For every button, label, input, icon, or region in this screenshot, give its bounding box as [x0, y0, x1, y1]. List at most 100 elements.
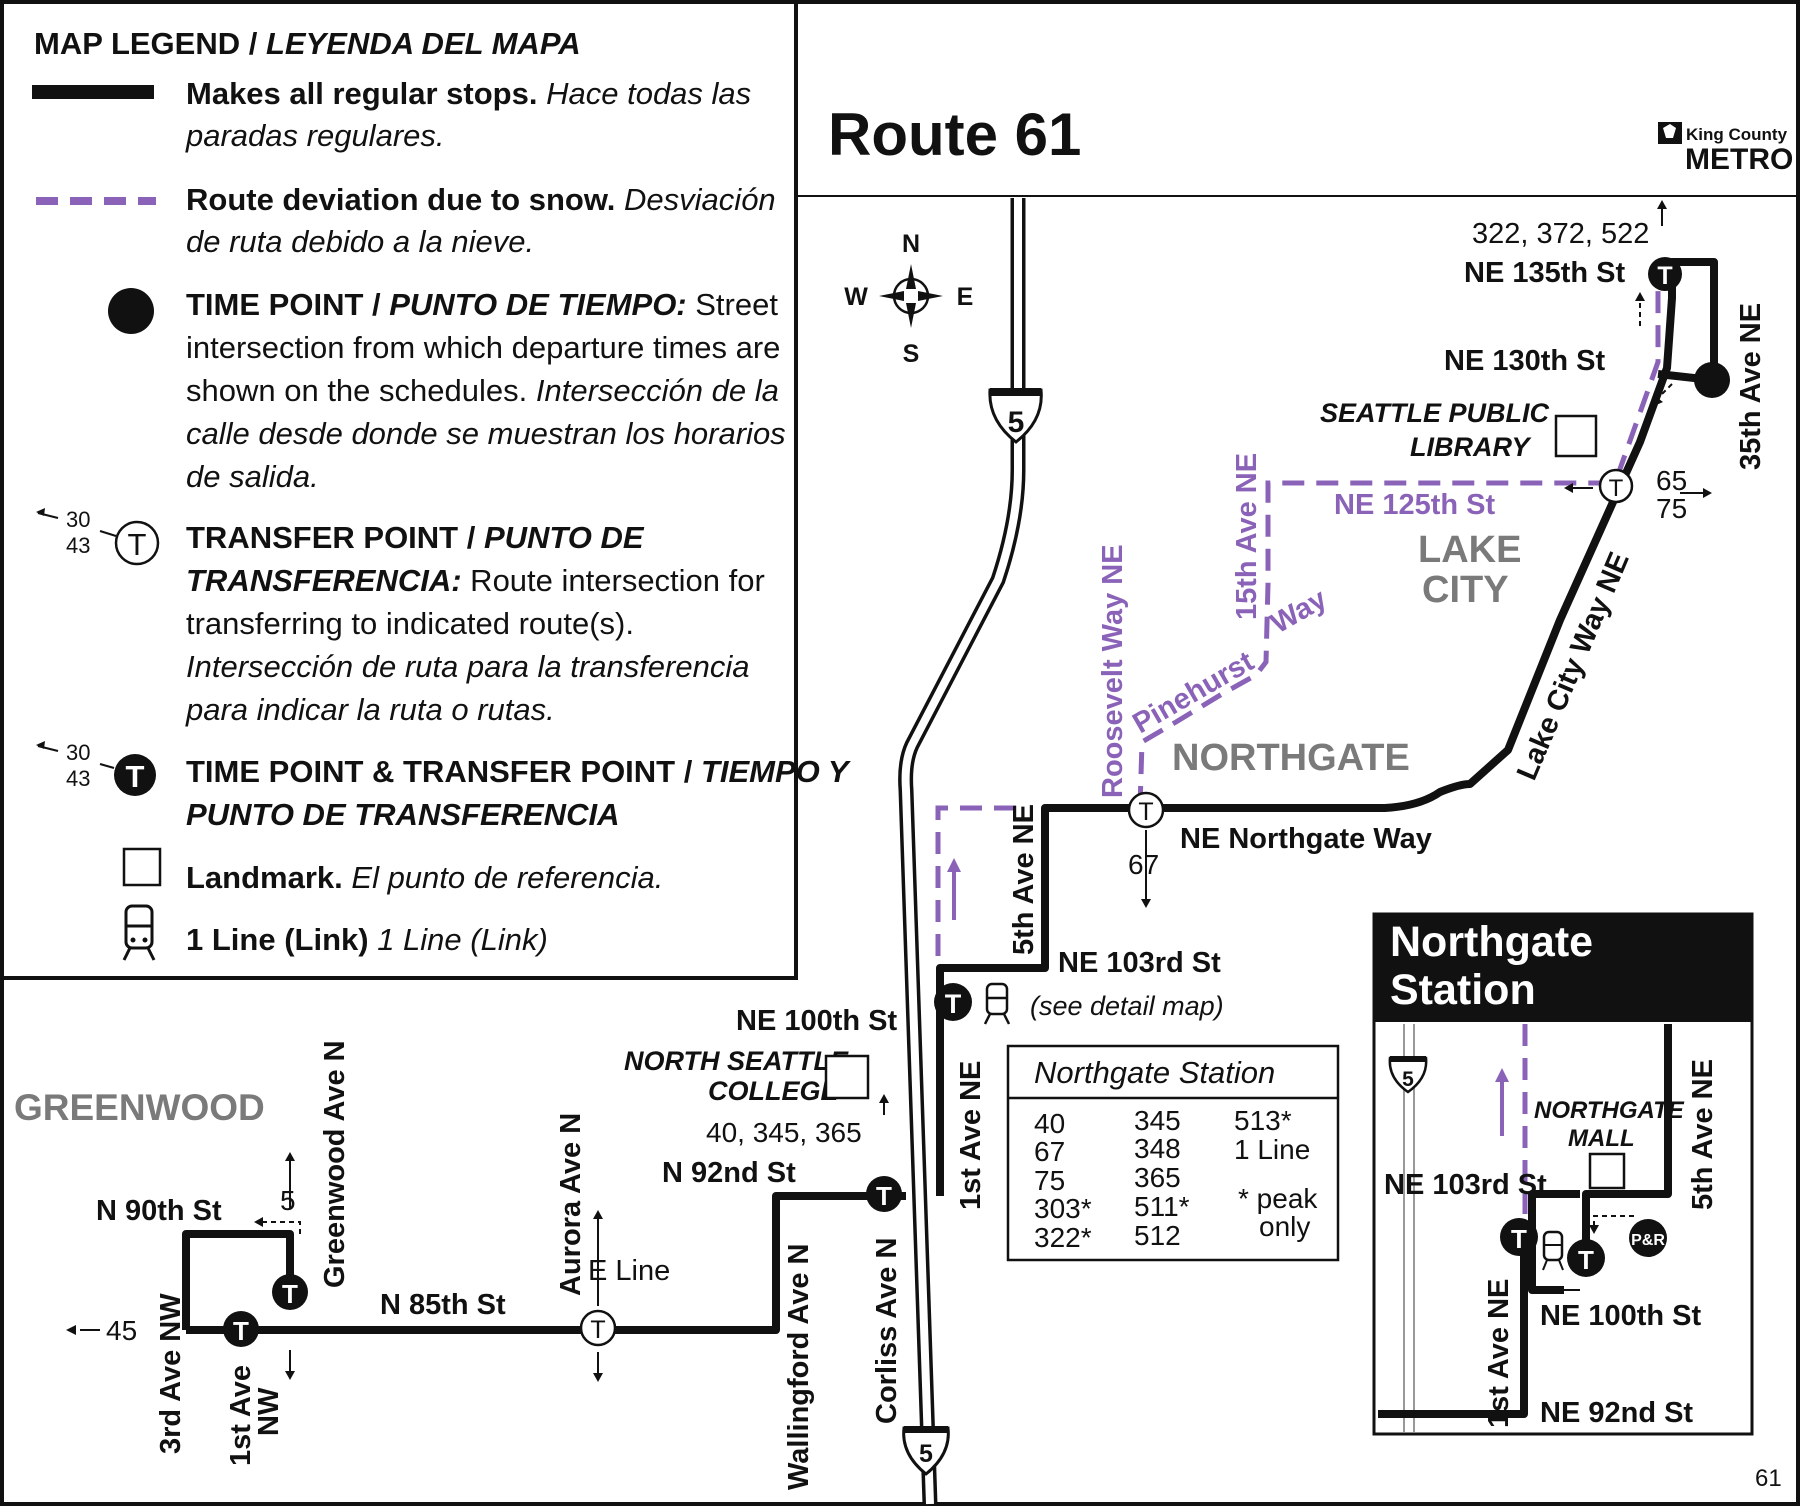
time-point-ne-130th: [1694, 362, 1730, 398]
svg-text:E: E: [957, 283, 974, 311]
svg-text:METRO: METRO: [1685, 143, 1793, 176]
svg-text:1 Line (Link) 1 Line (Link): 1 Line (Link) 1 Line (Link): [186, 922, 548, 957]
svg-text:T: T: [1609, 475, 1624, 502]
northgate-station-routes-table: Northgate Station 40 67 75 303* 322* 345…: [1006, 1044, 1340, 1262]
svg-text:45: 45: [106, 1315, 137, 1346]
svg-text:Wallingford Ave N: Wallingford Ave N: [783, 1244, 815, 1491]
svg-text:LIBRARY: LIBRARY: [1410, 432, 1533, 462]
svg-text:Makes all regular stops. Hace: Makes all regular stops. Hace todas las: [186, 76, 751, 111]
svg-text:MAP LEGEND / LEYENDA DEL MAPA: MAP LEGEND / LEYENDA DEL MAPA: [34, 26, 581, 61]
svg-text:intersection from which depart: intersection from which departure times …: [186, 330, 780, 365]
svg-text:1 Line: 1 Line: [1234, 1134, 1310, 1165]
svg-text:paradas regulares.: paradas regulares.: [185, 118, 445, 153]
page-number: 61: [1755, 1465, 1782, 1492]
svg-text:transferring to indicated rout: transferring to indicated route(s).: [186, 606, 634, 641]
svg-text:5th Ave NE: 5th Ave NE: [1687, 1059, 1719, 1210]
svg-text:T: T: [945, 989, 962, 1019]
svg-text:CITY: CITY: [1422, 569, 1509, 611]
svg-text:5: 5: [280, 1185, 296, 1216]
svg-text:3rd Ave NW: 3rd Ave NW: [155, 1293, 187, 1454]
svg-text:NORTHGATE: NORTHGATE: [1172, 737, 1410, 779]
landmark-northgate-mall: [1588, 1152, 1626, 1190]
svg-text:75: 75: [1656, 493, 1687, 524]
transfer-point-icon: T: [114, 520, 160, 566]
svg-text:W: W: [844, 283, 868, 311]
svg-text:NORTHGATE: NORTHGATE: [1534, 1097, 1685, 1124]
compass-rose: N S W E: [844, 230, 973, 368]
svg-text:322, 372, 522: 322, 372, 522: [1472, 218, 1649, 250]
svg-text:COLLEGE: COLLEGE: [708, 1076, 839, 1106]
transfer-point-aurora: T: [579, 1309, 617, 1347]
svg-text:Greenwood Ave N: Greenwood Ave N: [319, 1040, 351, 1288]
svg-text:shown on the schedules. Inters: shown on the schedules. Intersección de …: [186, 373, 779, 408]
svg-text:5th Ave NE: 5th Ave NE: [1008, 804, 1040, 955]
svg-text:Northgate: Northgate: [1390, 918, 1593, 966]
svg-text:T: T: [1511, 1224, 1527, 1254]
svg-text:303*: 303*: [1034, 1193, 1092, 1224]
svg-text:T: T: [876, 1181, 892, 1211]
landmark-icon: [122, 847, 162, 887]
svg-text:Station: Station: [1390, 966, 1536, 1014]
time-transfer-point-inset-1: T: [1500, 1218, 1538, 1256]
svg-text:43: 43: [66, 766, 90, 791]
svg-text:S: S: [903, 340, 920, 368]
time-transfer-point-greenwood: T: [272, 1274, 308, 1310]
svg-text:T: T: [282, 1279, 298, 1309]
time-transfer-point-inset-2: T: [1567, 1239, 1605, 1277]
svg-text:N: N: [902, 230, 920, 258]
svg-text:1st Ave NE: 1st Ave NE: [955, 1061, 987, 1210]
svg-text:511*: 511*: [1134, 1191, 1190, 1222]
time-transfer-point-1st-ave-nw: T: [223, 1311, 259, 1347]
svg-text:T: T: [233, 1316, 249, 1346]
svg-text:calle desde donde se muestran: calle desde donde se muestran los horari…: [186, 416, 786, 451]
northgate-station-inset-map: Northgate Station 5 NORTHGATE MALL NE 10…: [1372, 912, 1754, 1436]
svg-text:40: 40: [1034, 1108, 1065, 1139]
svg-text:de ruta debido a la nieve.: de ruta debido a la nieve.: [186, 224, 534, 259]
svg-text:Northgate Station: Northgate Station: [1034, 1055, 1275, 1090]
svg-text:NE 103rd St: NE 103rd St: [1384, 1169, 1547, 1201]
svg-text:para indicar la ruta o rutas.: para indicar la ruta o rutas.: [185, 692, 555, 727]
svg-text:35th Ave NE: 35th Ave NE: [1735, 303, 1767, 470]
svg-text:75: 75: [1034, 1165, 1065, 1196]
svg-text:43: 43: [66, 533, 90, 558]
svg-text:1st Ave: 1st Ave: [225, 1365, 257, 1466]
transfer-point-northgate-way: T: [1127, 791, 1165, 829]
svg-text:King County: King County: [1686, 125, 1788, 144]
svg-text:5: 5: [1402, 1068, 1414, 1091]
time-transfer-point-northgate-station: T: [934, 983, 972, 1021]
svg-text:Corliss Ave N: Corliss Ave N: [871, 1238, 903, 1424]
svg-text:NW: NW: [253, 1387, 285, 1436]
transfer-point-ne-125th: T: [1598, 468, 1634, 504]
time-point-icon: [108, 288, 154, 334]
map-legend: MAP LEGEND / LEYENDA DEL MAPA Makes all …: [0, 0, 852, 980]
interstate-5-freeway: [898, 198, 1026, 1505]
svg-text:512: 512: [1134, 1220, 1181, 1251]
svg-text:T: T: [590, 1316, 605, 1344]
time-transfer-point-icon: T: [114, 754, 156, 796]
svg-text:NORTH SEATTLE: NORTH SEATTLE: [624, 1046, 849, 1076]
svg-text:GREENWOOD: GREENWOOD: [14, 1087, 265, 1128]
svg-text:NE 130th St: NE 130th St: [1444, 345, 1605, 377]
svg-text:N 92nd St: N 92nd St: [662, 1157, 796, 1189]
svg-text:(see detail map): (see detail map): [1030, 991, 1224, 1021]
train-icon: [122, 904, 156, 961]
svg-text:P&R: P&R: [1631, 1232, 1665, 1249]
svg-text:* peak: * peak: [1238, 1183, 1318, 1214]
svg-text:5: 5: [1008, 406, 1025, 439]
svg-text:15th Ave NE: 15th Ave NE: [1231, 453, 1263, 620]
svg-text:T: T: [126, 759, 145, 794]
svg-text:NE Northgate Way: NE Northgate Way: [1180, 823, 1432, 855]
train-icon: [1542, 1230, 1564, 1271]
svg-text:30: 30: [66, 740, 90, 765]
svg-text:T: T: [128, 527, 147, 562]
svg-text:TIME POINT / PUNTO DE TIEMPO:: TIME POINT / PUNTO DE TIEMPO: Street: [186, 287, 778, 322]
svg-text:NE 103rd St: NE 103rd St: [1058, 947, 1221, 979]
svg-text:Roosevelt Way NE: Roosevelt Way NE: [1097, 544, 1129, 798]
svg-text:345: 345: [1134, 1105, 1181, 1136]
park-and-ride-icon: P&R: [1629, 1219, 1667, 1257]
svg-text:TIME POINT & TRANSFER POINT /: TIME POINT & TRANSFER POINT / TIEMPO Y: [186, 754, 852, 789]
interstate-5-shield-icon: 5: [1388, 1056, 1428, 1094]
svg-text:Route deviation due to snow.: Route deviation due to snow. Desviación: [186, 182, 776, 217]
svg-text:N 90th St: N 90th St: [96, 1195, 222, 1227]
svg-text:N 85th St: N 85th St: [380, 1289, 506, 1321]
